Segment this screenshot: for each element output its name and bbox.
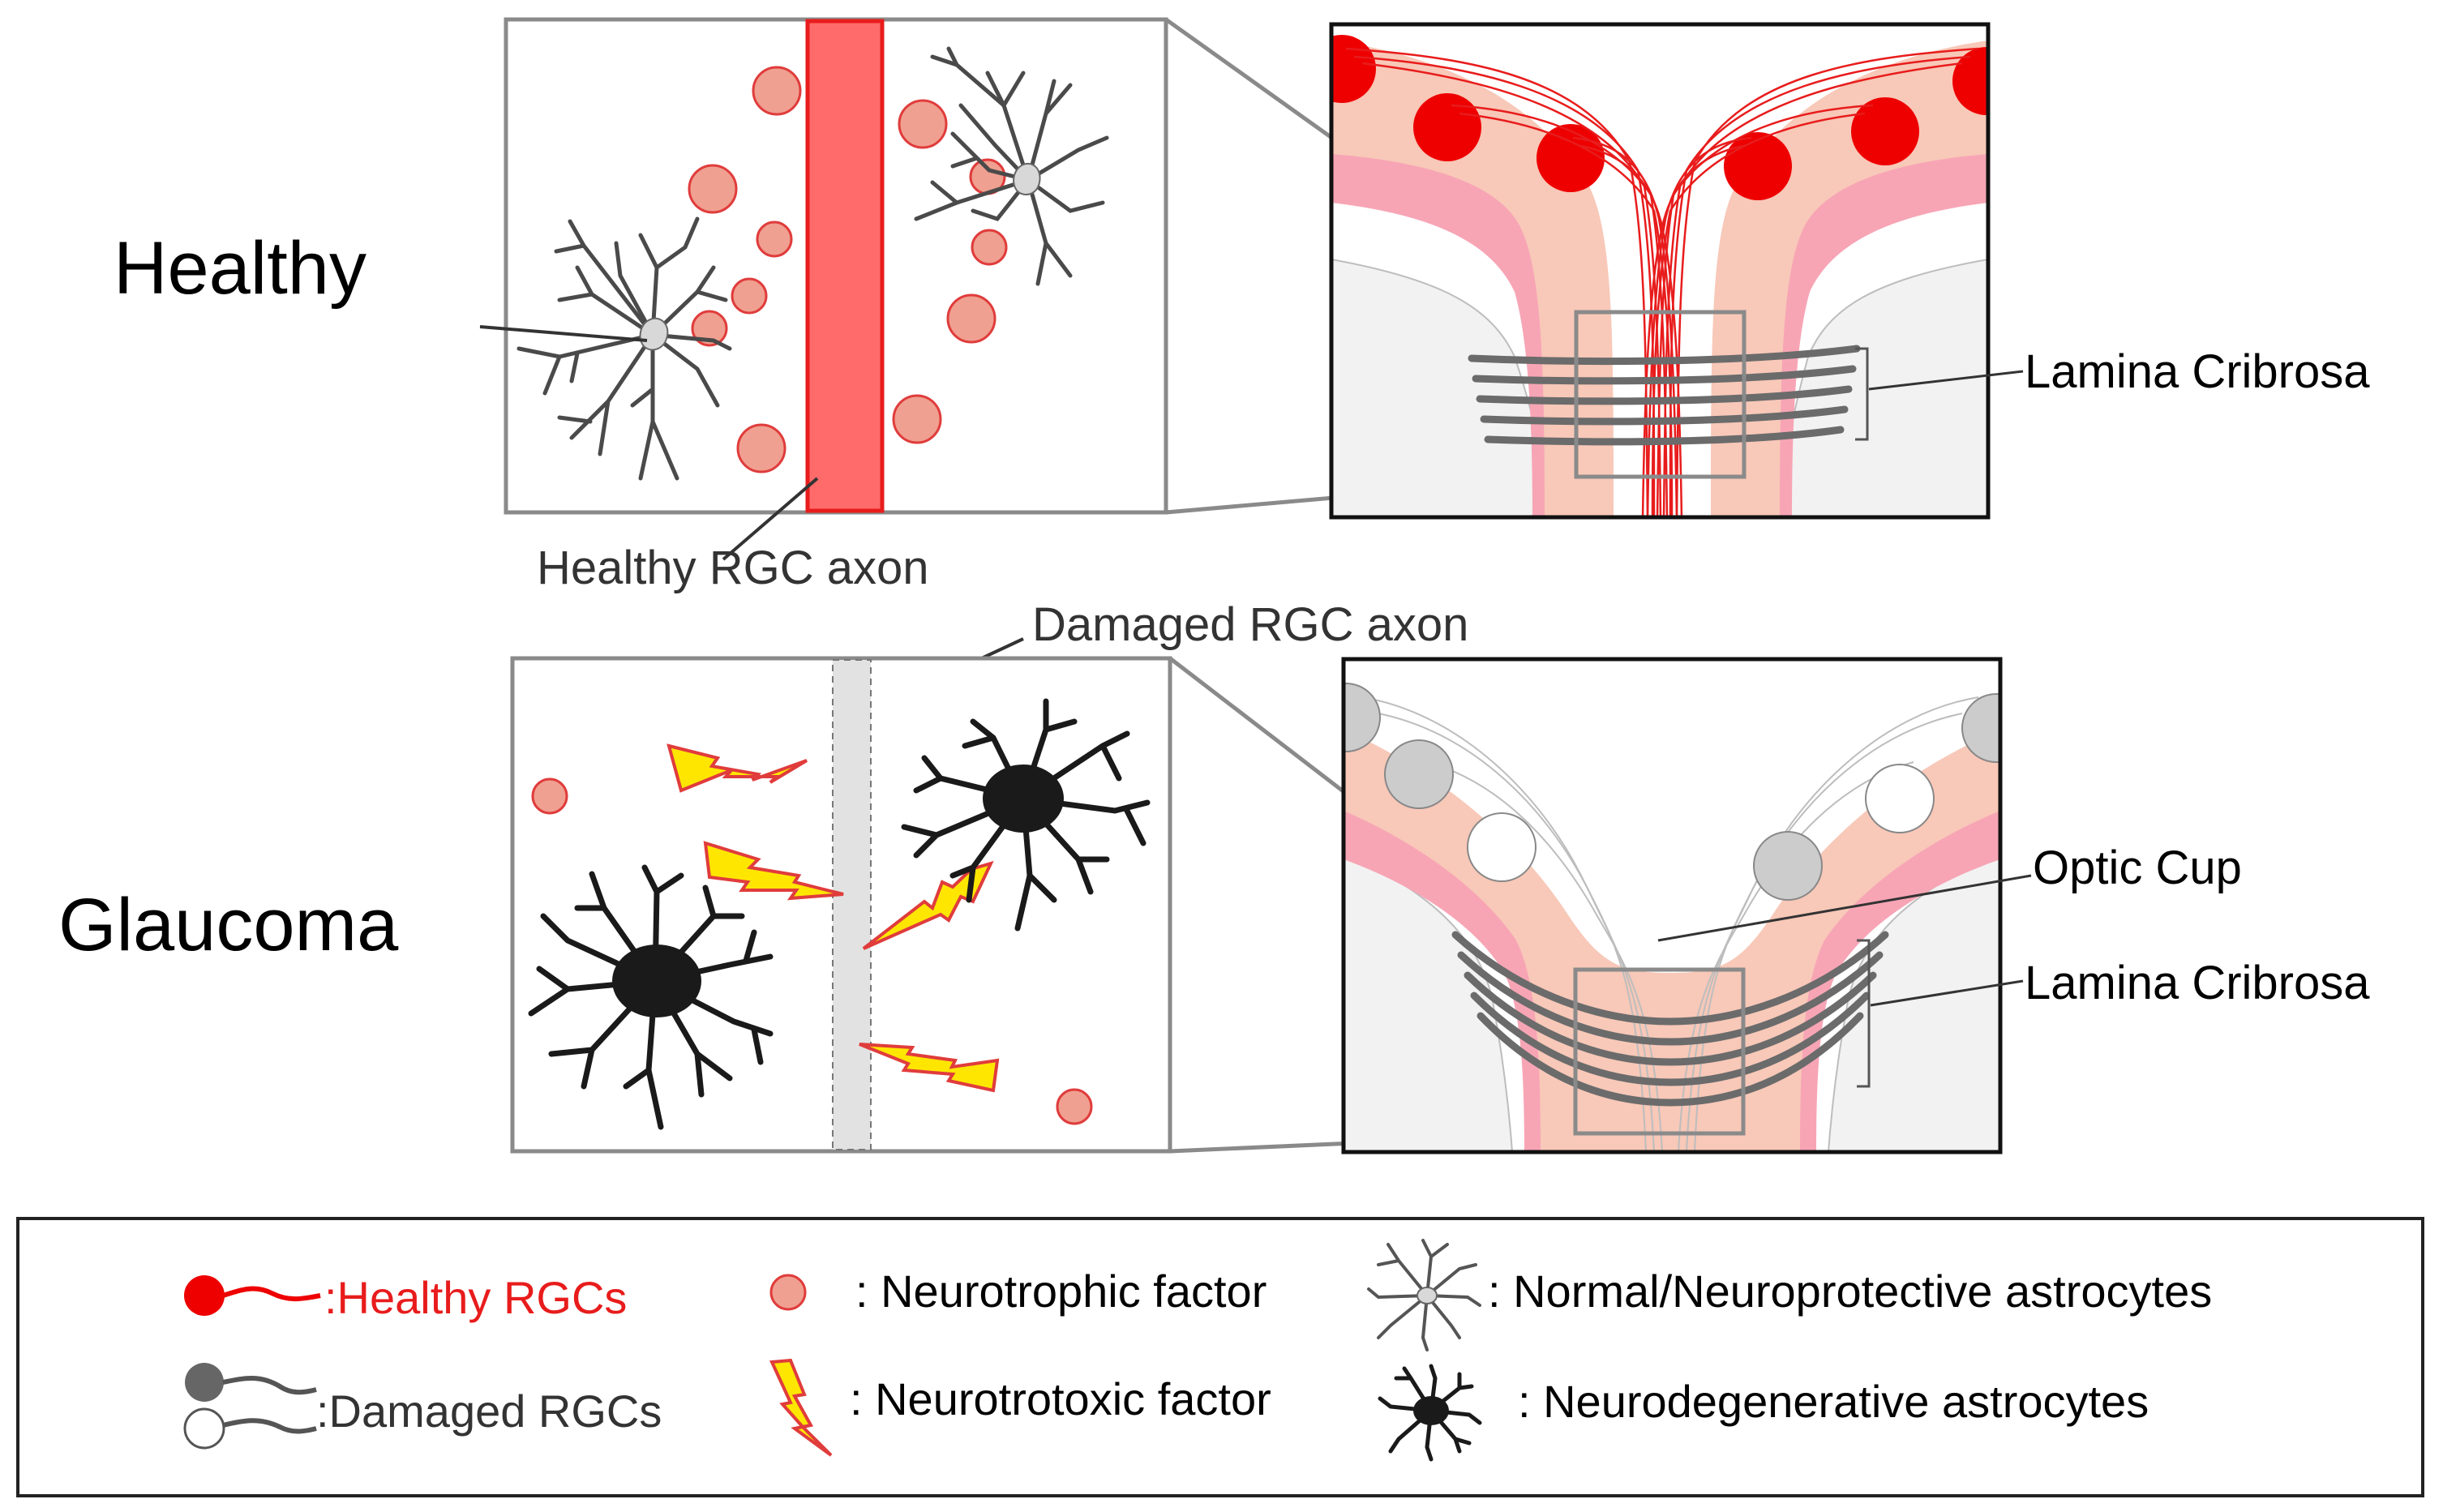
glaucoma-row-label: Glaucoma	[58, 884, 399, 966]
healthy-neurotrophic-factors	[688, 66, 1008, 473]
optic-cup-label: Optic Cup	[2033, 842, 2242, 894]
legend-neurotrophic: : Neurotrophic factor	[855, 1266, 1267, 1317]
legend-normal-astrocyte-icon	[1367, 1239, 1481, 1351]
legend-degen-astrocytes: : Neurodegenerative astrocytes	[1518, 1376, 2149, 1427]
legend-neurotoxic-icon	[769, 1358, 833, 1457]
healthy-lamina-bracket	[1855, 347, 1869, 441]
legend-normal-astrocytes: : Normal/Neuroprotective astrocytes	[1488, 1266, 2212, 1317]
healthy-zoom-square	[1574, 310, 1747, 479]
legend-neurotrophic-icon	[769, 1274, 807, 1311]
healthy-lamina-label: Lamina Cribrosa	[2025, 345, 2370, 398]
glaucoma-optic-nerve-panel	[1341, 657, 2003, 1154]
healthy-lamina-cribrosa	[1468, 345, 1861, 446]
healthy-astrocyte-left-body	[639, 317, 669, 351]
legend-damaged-rgc-icon	[183, 1363, 317, 1450]
healthy-zoom-box	[479, 17, 1168, 515]
glaucoma-lamina-bracket	[1857, 939, 1871, 1088]
healthy-astrocyte-left	[516, 216, 732, 481]
glaucoma-astrocyte-right-body	[983, 765, 1064, 833]
legend-neurotoxic: : Neurotrotoxic factor	[850, 1373, 1271, 1424]
damaged-axon-label: Damaged RGC axon	[1032, 598, 1468, 651]
healthy-rgc-cells	[1331, 35, 1988, 200]
healthy-label-pointer	[479, 325, 648, 342]
healthy-axon-label: Healthy RGC axon	[537, 542, 929, 594]
glaucoma-lamina-label: Lamina Cribrosa	[2025, 957, 2370, 1009]
legend: :Healthy RGCs :Damaged RGCs : Neurotroph…	[16, 1217, 2424, 1497]
damaged-axon	[832, 659, 872, 1150]
glaucoma-neurotoxic-factors	[666, 743, 1000, 1093]
glaucoma-astrocyte-left-body	[612, 944, 701, 1017]
glaucoma-damaged-rgcs	[1344, 683, 2000, 901]
healthy-astrocyte-right-body	[1013, 162, 1041, 195]
healthy-axon	[805, 19, 885, 513]
legend-healthy-rgcs: :Healthy RGCs	[324, 1272, 627, 1323]
glaucoma-zoom-box	[510, 656, 1172, 1154]
glaucoma-zoom-square	[1573, 967, 1746, 1136]
legend-damaged-rgcs: :Damaged RGCs	[316, 1386, 662, 1437]
legend-healthy-rgc-icon	[184, 1275, 321, 1316]
glaucoma-lamina-cribrosa	[1451, 931, 1889, 1107]
glaucoma-lamina-pointer	[1870, 979, 2024, 1007]
optic-cup-pointer	[1657, 874, 2032, 942]
healthy-rgc-fibers	[1345, 47, 1979, 517]
healthy-axon-pointer	[722, 477, 819, 561]
healthy-row-label: Healthy	[114, 227, 366, 310]
healthy-lamina-pointer	[1868, 370, 2024, 391]
healthy-optic-nerve-panel	[1329, 22, 1991, 520]
glaucoma-neurotrophic-factors	[531, 777, 1093, 1125]
